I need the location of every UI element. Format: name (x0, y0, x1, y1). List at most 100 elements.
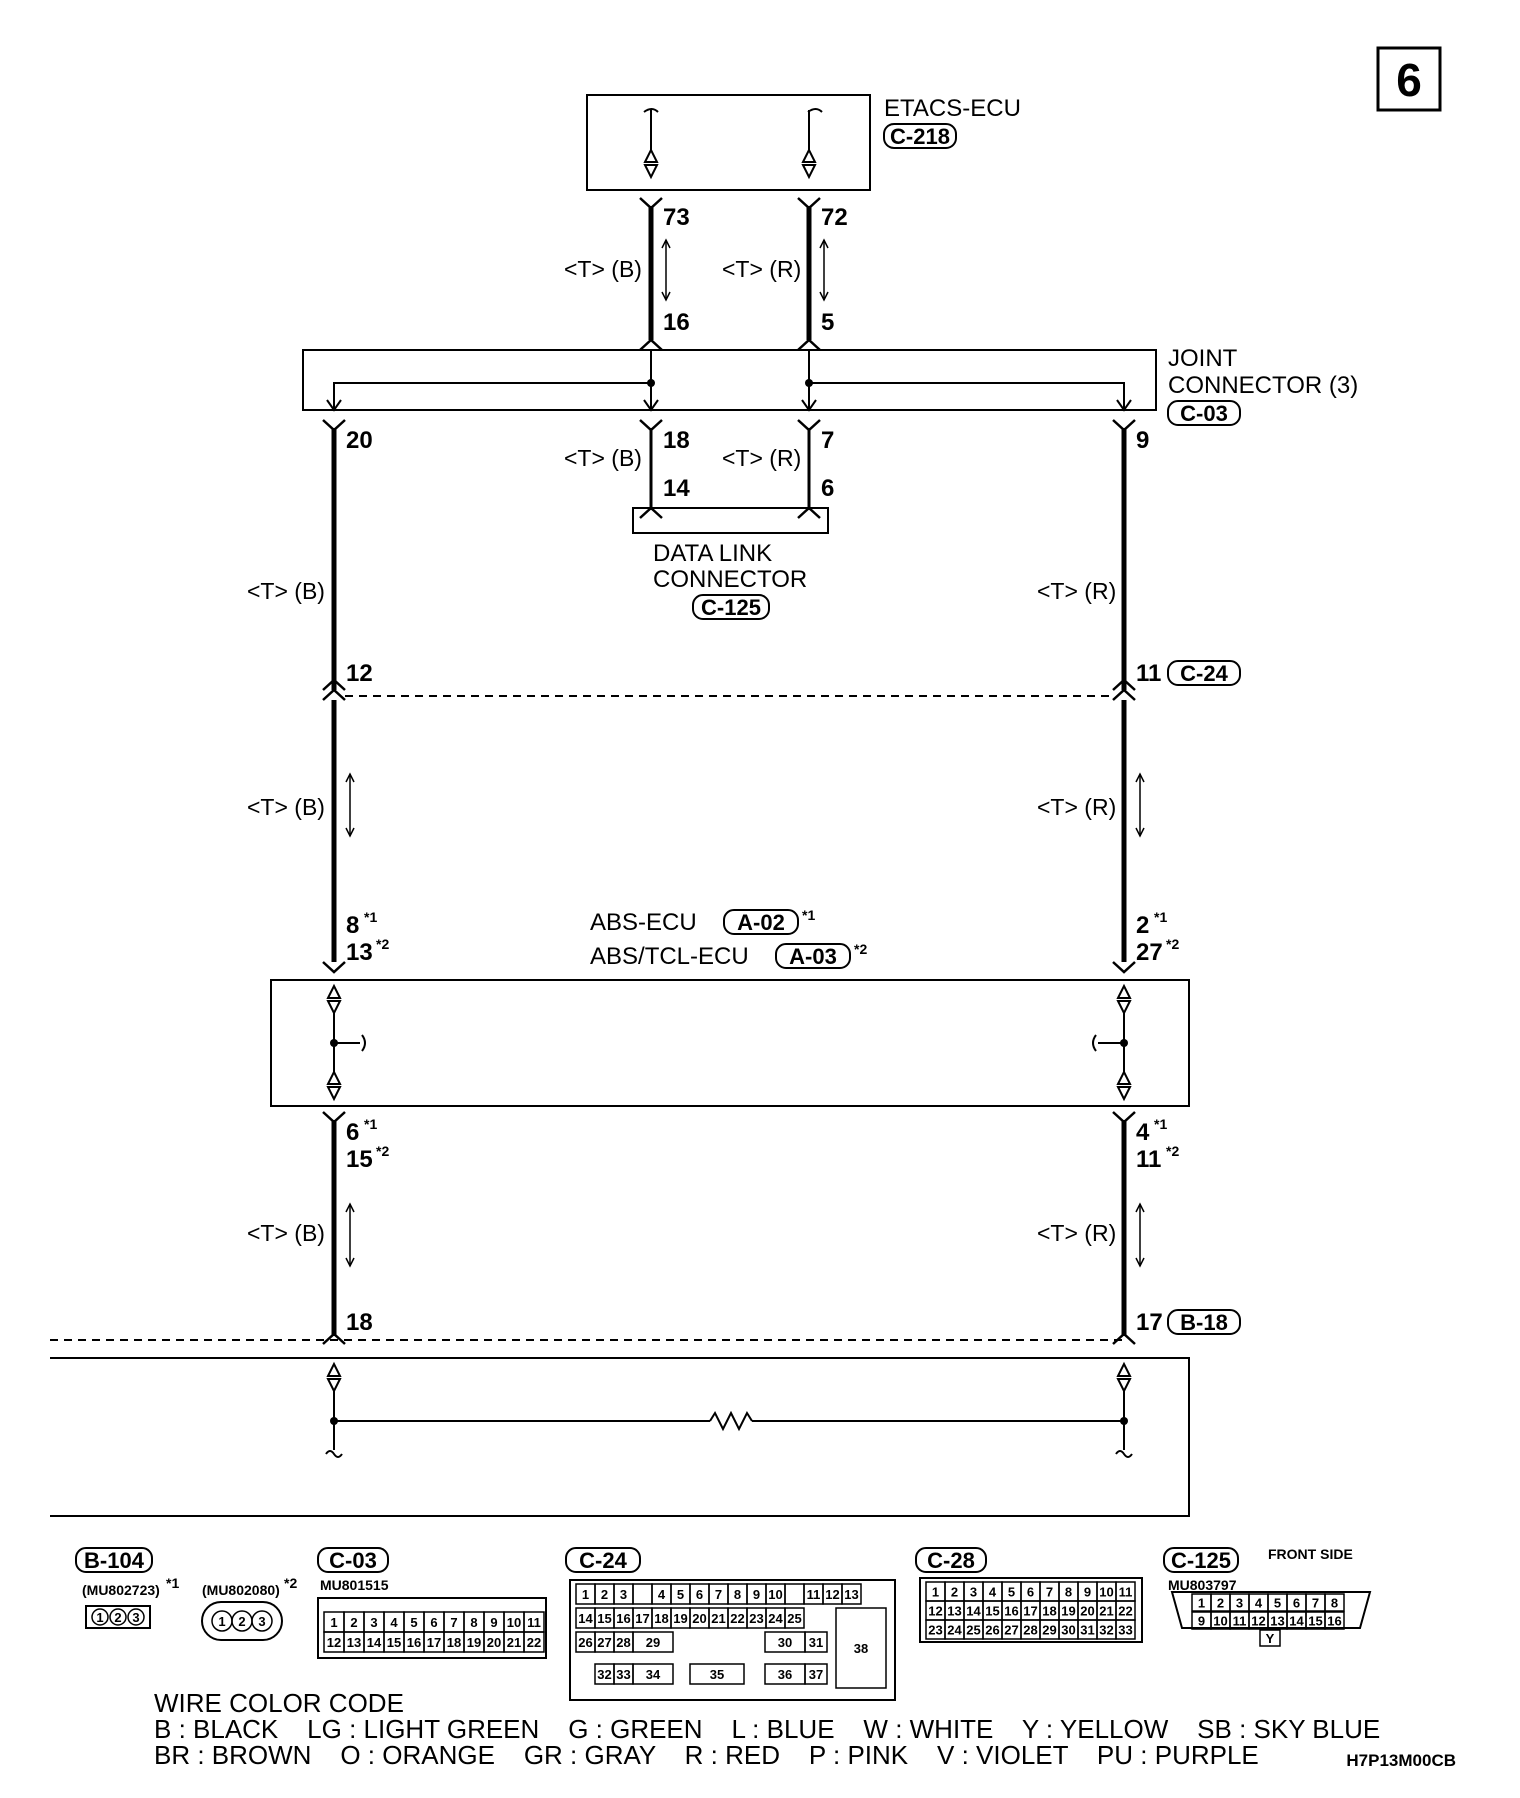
dlc-label-2: CONNECTOR (653, 566, 807, 593)
b104-pin-3: 3 (258, 1614, 265, 1629)
b104-note-b: *2 (284, 1575, 297, 1591)
b104-tag: B-104 (84, 1548, 145, 1573)
etacs-ecu: ETACS-ECU C-218 (586, 94, 1021, 191)
c125-key: Y (1266, 1631, 1275, 1646)
b104-pin-2: 2 (238, 1614, 245, 1629)
abs-labels: ABS-ECU A-02 *1 ABS/TCL-ECU A-03 *2 (590, 907, 867, 970)
c125-tag: C-125 (1171, 1548, 1231, 1573)
pin-c24-12: 12 (346, 660, 373, 687)
c28-pin-13: 13 (947, 1604, 961, 1619)
c24-pin-32: 32 (597, 1667, 611, 1682)
c125-pin-13: 13 (1270, 1614, 1284, 1629)
c125-pin-7: 7 (1312, 1596, 1319, 1611)
b104-pin-3-ring (127, 1608, 145, 1626)
c03-housing (317, 1597, 547, 1659)
c03-pin-15: 15 (387, 1635, 401, 1650)
wire-label-right-2: <T> (R) (1037, 794, 1116, 820)
note-abs-6: *1 (364, 1116, 377, 1132)
pin-abs-27: 27 (1136, 939, 1163, 966)
wire-label-etacs-red: <T> (R) (722, 256, 801, 282)
data-link-connector: DATA LINK CONNECTOR C-125 (632, 507, 829, 620)
c28-pin-19: 19 (1061, 1604, 1075, 1619)
abs-node-left (330, 1039, 338, 1047)
c03-pin-19: 19 (467, 1635, 481, 1650)
note-abs-11: *2 (1166, 1143, 1179, 1159)
c24-pin-29-cell (632, 1631, 674, 1653)
c24-pin-6: 6 (696, 1587, 703, 1602)
c125-pin-14: 14 (1289, 1614, 1304, 1629)
c03-pin-20: 20 (487, 1635, 501, 1650)
c24-view-tag: C-24 (579, 1548, 627, 1573)
pin-abs-11: 11 (1136, 1146, 1161, 1173)
c125-pin-2: 2 (1217, 1596, 1224, 1611)
wires-etacs-joint (639, 197, 829, 351)
c28-pin-3: 3 (970, 1585, 977, 1600)
legend-line-2: BR : BROWN O : ORANGE GR : GRAY R : RED … (154, 1740, 1259, 1770)
dlc-connector-tag: C-125 (701, 595, 761, 620)
c24-pin-21: 21 (711, 1611, 725, 1626)
c28-pin-22: 22 (1118, 1604, 1132, 1619)
pin-joint-16: 16 (663, 309, 690, 336)
pin-abs-8: 8 (346, 912, 359, 939)
c28-pin-10: 10 (1099, 1585, 1113, 1600)
b104-part-a: (MU802723) (82, 1582, 160, 1598)
c28-pin-18: 18 (1042, 1604, 1056, 1619)
c28-pin-5: 5 (1008, 1585, 1015, 1600)
c28-pin-24: 24 (947, 1623, 962, 1638)
wire-label-left-1: <T> (B) (247, 578, 325, 604)
c03-pin-4: 4 (390, 1615, 398, 1630)
c03-pin-3: 3 (370, 1615, 377, 1630)
b104-pin-3-ring (251, 1610, 273, 1632)
c24-pin-27: 27 (597, 1635, 611, 1650)
wire-label-left-2: <T> (B) (247, 794, 325, 820)
c125-pin-8: 8 (1331, 1596, 1338, 1611)
c24-pin-28: 28 (616, 1635, 630, 1650)
c24-pin-18: 18 (654, 1611, 668, 1626)
c28-pin-33-cell (1115, 1619, 1136, 1640)
term-node-right (1120, 1417, 1128, 1425)
c24-housing (569, 1579, 896, 1701)
pin-abs-15: 15 (346, 1146, 373, 1173)
c24-pin-4: 4 (658, 1587, 666, 1602)
c28-pin-1: 1 (932, 1585, 939, 1600)
c24-pin-34: 34 (646, 1667, 661, 1682)
c28-pin-6: 6 (1027, 1585, 1034, 1600)
c28-pin-23: 23 (928, 1623, 942, 1638)
term-node-left (330, 1417, 338, 1425)
c24-pin-36: 36 (778, 1667, 792, 1682)
c24-pin-37: 37 (809, 1667, 823, 1682)
note-abs-4: *1 (1154, 1116, 1167, 1132)
c24-pin-blank-cell (632, 1583, 653, 1605)
b104-pin-1: 1 (218, 1614, 225, 1629)
c24-pin-12: 12 (825, 1587, 839, 1602)
note-abs-13: *2 (376, 936, 389, 952)
c03-pin-2: 2 (350, 1615, 357, 1630)
pin-b18-17: 17 (1136, 1309, 1163, 1336)
wire-label-right-3: <T> (R) (1037, 1220, 1116, 1246)
c24-pin-30: 30 (778, 1635, 792, 1650)
c24-pin-20: 20 (692, 1611, 706, 1626)
c03-pin-9: 9 (490, 1615, 497, 1630)
c125-pin-5: 5 (1274, 1596, 1281, 1611)
abs-tcl-note: *2 (854, 941, 867, 957)
c28-pin-26: 26 (985, 1623, 999, 1638)
c28-tag: C-28 (927, 1548, 975, 1573)
c24-pin-11: 11 (807, 1587, 821, 1602)
c24-pin-38: 38 (854, 1641, 868, 1656)
c28-pin-29: 29 (1042, 1623, 1056, 1638)
c24-pin-15: 15 (597, 1611, 611, 1626)
c03-pin-16: 16 (407, 1635, 421, 1650)
c28-pin-28: 28 (1023, 1623, 1037, 1638)
c03-pin-13: 13 (347, 1635, 361, 1650)
terminator-box (50, 1357, 1190, 1517)
c24-pin-9: 9 (753, 1587, 760, 1602)
joint-connector: JOINT CONNECTOR (3) C-03 (302, 345, 1358, 426)
dlc-label-1: DATA LINK (653, 540, 772, 567)
c24-pin-25: 25 (787, 1611, 801, 1626)
c03-tag: C-03 (329, 1548, 377, 1573)
b104-a-housing (85, 1605, 151, 1629)
c24-pin-31-cell (804, 1631, 828, 1653)
legend-title: WIRE COLOR CODE (154, 1688, 404, 1718)
